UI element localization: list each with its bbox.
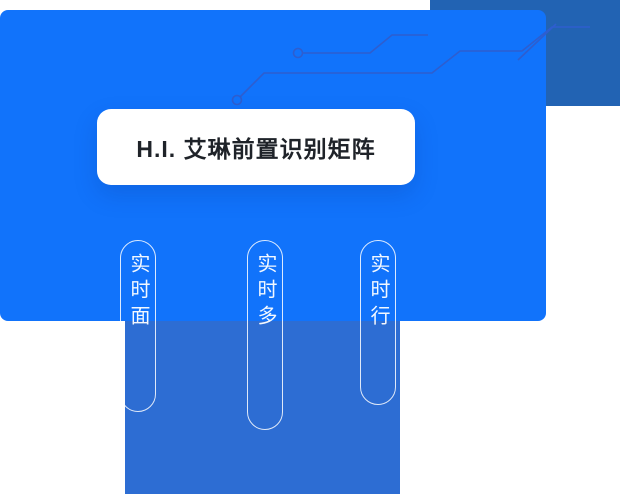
lower-blue-panel (125, 300, 400, 494)
feature-pill-label: 实时多 (254, 253, 276, 331)
feature-pill: 实时多 (247, 240, 283, 430)
feature-pill-label: 实时面 (127, 253, 149, 331)
title-text: H.I. 艾琳前置识别矩阵 (136, 136, 376, 162)
title-card: H.I. 艾琳前置识别矩阵 (97, 109, 415, 185)
feature-pill-label: 实时行 (367, 253, 389, 331)
feature-pill: 实时行 (360, 240, 396, 405)
feature-pill: 实时面 (120, 240, 156, 412)
